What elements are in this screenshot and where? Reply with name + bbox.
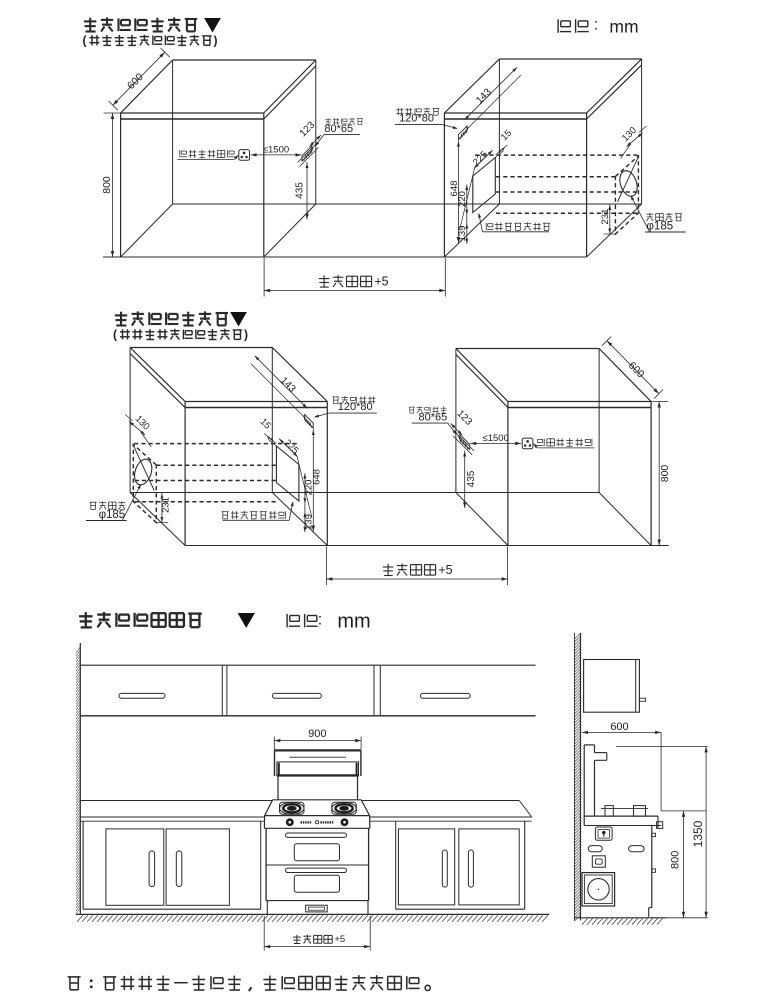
svg-text:120*80: 120*80 <box>399 113 434 125</box>
svg-text:): ) <box>214 34 218 48</box>
svg-text:φ185: φ185 <box>99 509 126 521</box>
svg-text:+5: +5 <box>334 934 345 945</box>
svg-text:220: 220 <box>304 480 315 496</box>
svg-text:800: 800 <box>101 176 113 194</box>
svg-text:≤1500: ≤1500 <box>483 433 509 444</box>
svg-text:φ185: φ185 <box>646 221 673 233</box>
svg-text:800: 800 <box>659 465 671 483</box>
svg-text::: : <box>318 612 322 629</box>
svg-text:231: 231 <box>161 497 172 513</box>
svg-text:): ) <box>244 328 248 342</box>
svg-text:139: 139 <box>457 226 468 242</box>
svg-text:≤1500: ≤1500 <box>263 145 289 156</box>
svg-text:120*80: 120*80 <box>338 401 373 413</box>
svg-text:435: 435 <box>466 470 477 487</box>
svg-text:(: ( <box>83 34 87 48</box>
svg-text:80*65: 80*65 <box>419 412 448 424</box>
svg-text:600: 600 <box>610 721 628 733</box>
svg-text:800: 800 <box>670 851 682 869</box>
svg-text:220: 220 <box>457 191 468 207</box>
svg-text:mm: mm <box>609 17 638 37</box>
svg-text:648: 648 <box>312 469 323 485</box>
svg-text:80*65: 80*65 <box>324 123 353 135</box>
svg-text::: : <box>594 17 598 34</box>
svg-text:+5: +5 <box>438 563 452 577</box>
svg-text:(: ( <box>113 328 117 342</box>
svg-text:+5: +5 <box>374 275 388 289</box>
svg-text:139: 139 <box>304 514 315 530</box>
svg-text:648: 648 <box>449 181 460 197</box>
svg-text:900: 900 <box>308 728 326 740</box>
svg-text:mm: mm <box>337 611 370 633</box>
svg-text:435: 435 <box>295 182 306 199</box>
svg-text:1350: 1350 <box>691 820 705 847</box>
svg-text:231: 231 <box>600 209 611 225</box>
